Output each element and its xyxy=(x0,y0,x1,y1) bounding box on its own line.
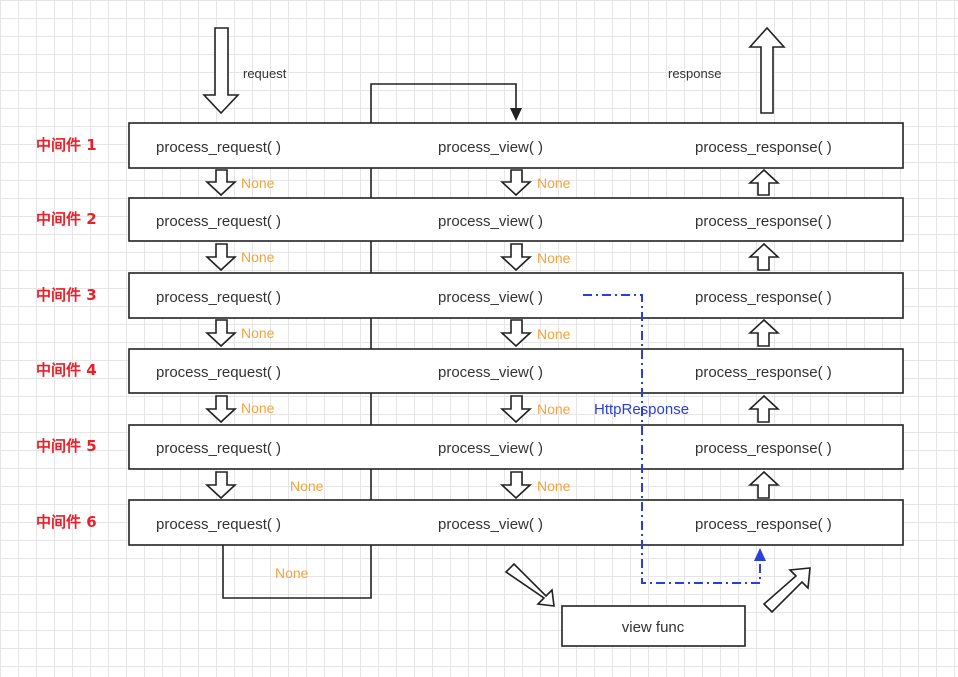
response-up-arrow xyxy=(747,394,781,423)
process-response-label: process_response( ) xyxy=(695,213,832,230)
gap-2: None None xyxy=(204,242,781,272)
process-request-label: process_request( ) xyxy=(156,364,281,381)
process-request-label: process_request( ) xyxy=(156,516,281,533)
process-view-label: process_view( ) xyxy=(438,440,543,457)
request-down-arrow xyxy=(204,319,238,348)
request-none-label: None xyxy=(241,175,275,191)
layer-6: 中间件 6 process_request( ) process_view( )… xyxy=(36,499,904,546)
middleware-box xyxy=(128,272,904,319)
view-none-label: None xyxy=(537,175,571,191)
middleware-box xyxy=(128,348,904,394)
process-response-label: process_response( ) xyxy=(695,139,832,156)
process-request-label: process_request( ) xyxy=(156,289,281,306)
request-to-view-line xyxy=(222,83,517,599)
view-func-box xyxy=(561,605,746,647)
view-none-label: None xyxy=(537,250,571,266)
request-none-label: None xyxy=(241,325,275,341)
layer-label: 中间件 2 xyxy=(36,210,97,228)
view-down-arrow xyxy=(499,243,533,272)
view-func-label: view func xyxy=(622,619,685,636)
gap-3: None None xyxy=(204,318,781,348)
process-response-label: process_response( ) xyxy=(695,289,832,306)
http-response-label: HttpResponse xyxy=(594,401,689,418)
request-down-arrow xyxy=(204,243,238,272)
request-down-arrow xyxy=(204,169,238,197)
bottom-none-label: None xyxy=(275,565,309,581)
view-none-label: None xyxy=(537,478,571,494)
layer-label: 中间件 6 xyxy=(36,513,97,531)
middleware-box xyxy=(128,122,904,169)
layer-4: 中间件 4 process_request( ) process_view( )… xyxy=(36,348,904,394)
middleware-box xyxy=(128,197,904,242)
view-down-arrow xyxy=(499,169,533,197)
response-label: response xyxy=(668,66,721,81)
process-response-label: process_response( ) xyxy=(695,440,832,457)
middleware-box xyxy=(128,424,904,470)
gap-1: None None xyxy=(204,168,781,197)
process-response-label: process_response( ) xyxy=(695,364,832,381)
layer-1: 中间件 1 process_request( ) process_view( )… xyxy=(36,122,904,169)
from-view-func-arrow xyxy=(762,567,811,614)
layer-5: 中间件 5 process_request( ) process_view( )… xyxy=(36,424,904,470)
process-request-label: process_request( ) xyxy=(156,213,281,230)
response-up-arrow xyxy=(747,242,781,271)
view-down-arrow xyxy=(499,471,533,500)
response-up-arrow xyxy=(747,168,781,196)
layer-3: 中间件 3 process_request( ) process_view( )… xyxy=(36,272,904,319)
layer-2: 中间件 2 process_request( ) process_view( )… xyxy=(36,197,904,242)
layer-label: 中间件 4 xyxy=(36,361,97,379)
view-down-arrow xyxy=(499,319,533,348)
request-none-label: None xyxy=(290,478,324,494)
view-none-label: None xyxy=(537,401,571,417)
response-up-arrow xyxy=(747,470,781,499)
to-view-func-arrow xyxy=(504,562,555,607)
process-view-label: process_view( ) xyxy=(438,139,543,156)
process-view-label: process_view( ) xyxy=(438,364,543,381)
request-down-arrow xyxy=(204,471,238,500)
response-up-arrow xyxy=(747,318,781,347)
process-request-label: process_request( ) xyxy=(156,440,281,457)
gap-5: None None xyxy=(204,470,781,500)
request-to-view-arrowhead xyxy=(510,108,522,121)
request-label: request xyxy=(243,66,287,81)
request-down-arrow xyxy=(202,27,240,115)
layer-label: 中间件 1 xyxy=(36,136,97,154)
layer-label: 中间件 5 xyxy=(36,437,97,455)
http-response-path xyxy=(583,294,761,584)
process-view-label: process_view( ) xyxy=(438,516,543,533)
process-request-label: process_request( ) xyxy=(156,139,281,156)
process-view-label: process_view( ) xyxy=(438,289,543,306)
http-response-arrowhead xyxy=(754,548,766,561)
middleware-box xyxy=(128,499,904,546)
view-down-arrow xyxy=(499,395,533,424)
gap-4: None None xyxy=(204,394,781,424)
request-none-label: None xyxy=(241,249,275,265)
request-none-label: None xyxy=(241,400,275,416)
process-response-label: process_response( ) xyxy=(695,516,832,533)
response-up-arrow xyxy=(748,26,786,114)
request-down-arrow xyxy=(204,395,238,424)
layer-label: 中间件 3 xyxy=(36,286,97,304)
view-none-label: None xyxy=(537,326,571,342)
process-view-label: process_view( ) xyxy=(438,213,543,230)
